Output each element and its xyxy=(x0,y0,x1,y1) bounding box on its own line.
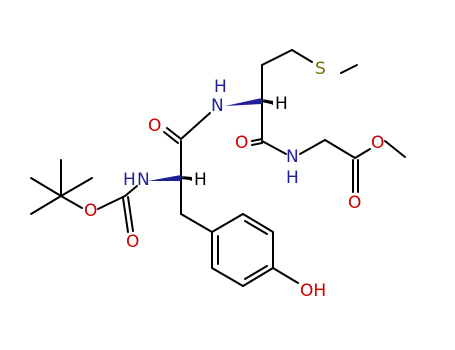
bond xyxy=(244,220,268,235)
atom-oxygen-boc-double: O xyxy=(126,232,139,252)
bond xyxy=(180,213,213,233)
bond xyxy=(242,267,274,287)
bond xyxy=(30,177,62,197)
atom-oxygen-ester-double: O xyxy=(348,193,361,213)
atom-sulfur: S xyxy=(315,59,326,79)
atom-nitrogen-met: N xyxy=(211,96,224,116)
bond xyxy=(122,197,129,233)
bond xyxy=(124,185,138,197)
bond xyxy=(299,139,326,155)
bond xyxy=(261,140,287,155)
bond xyxy=(127,196,134,232)
atom-nitrogen-tyr: N xyxy=(137,170,150,190)
bond xyxy=(180,112,211,140)
atom-hydrogen-met-alpha: H xyxy=(275,94,288,114)
atom-hydroxyl: OH xyxy=(300,281,326,301)
bond xyxy=(384,140,406,158)
bond xyxy=(324,139,356,159)
bond xyxy=(272,267,299,284)
stereo-wedge xyxy=(262,99,273,105)
atom-oxygen-boc-single: O xyxy=(84,201,97,221)
bond xyxy=(30,195,62,215)
atom-oxygen-met-carbonyl: O xyxy=(235,133,248,153)
stereo-wedge xyxy=(148,175,181,181)
atom-hydrogen-tyr-n: H xyxy=(123,170,136,190)
atom-oxygen-ester-single: O xyxy=(371,133,384,153)
bond xyxy=(163,131,179,144)
bond xyxy=(211,267,244,287)
stereo-wedge xyxy=(181,176,192,181)
bond xyxy=(60,195,83,209)
bond xyxy=(60,177,93,197)
stereo-wedge xyxy=(225,98,262,106)
bond xyxy=(211,213,244,233)
atom-oxygen-tyr-carbonyl: O xyxy=(148,116,161,136)
atom-nitrogen-gly: N xyxy=(286,147,299,167)
bond xyxy=(251,138,263,142)
bond xyxy=(166,127,182,140)
bond xyxy=(291,49,313,63)
atom-hydrogen-tyr-alpha: H xyxy=(194,170,207,190)
bond xyxy=(242,213,274,233)
atom-hydrogen-met-n: H xyxy=(214,77,227,97)
bond xyxy=(261,49,293,66)
bond xyxy=(354,148,371,159)
bond xyxy=(340,64,358,74)
atom-hydrogen-gly: H xyxy=(286,168,299,188)
bond xyxy=(251,142,263,146)
bond xyxy=(244,265,268,280)
bond xyxy=(97,195,126,210)
